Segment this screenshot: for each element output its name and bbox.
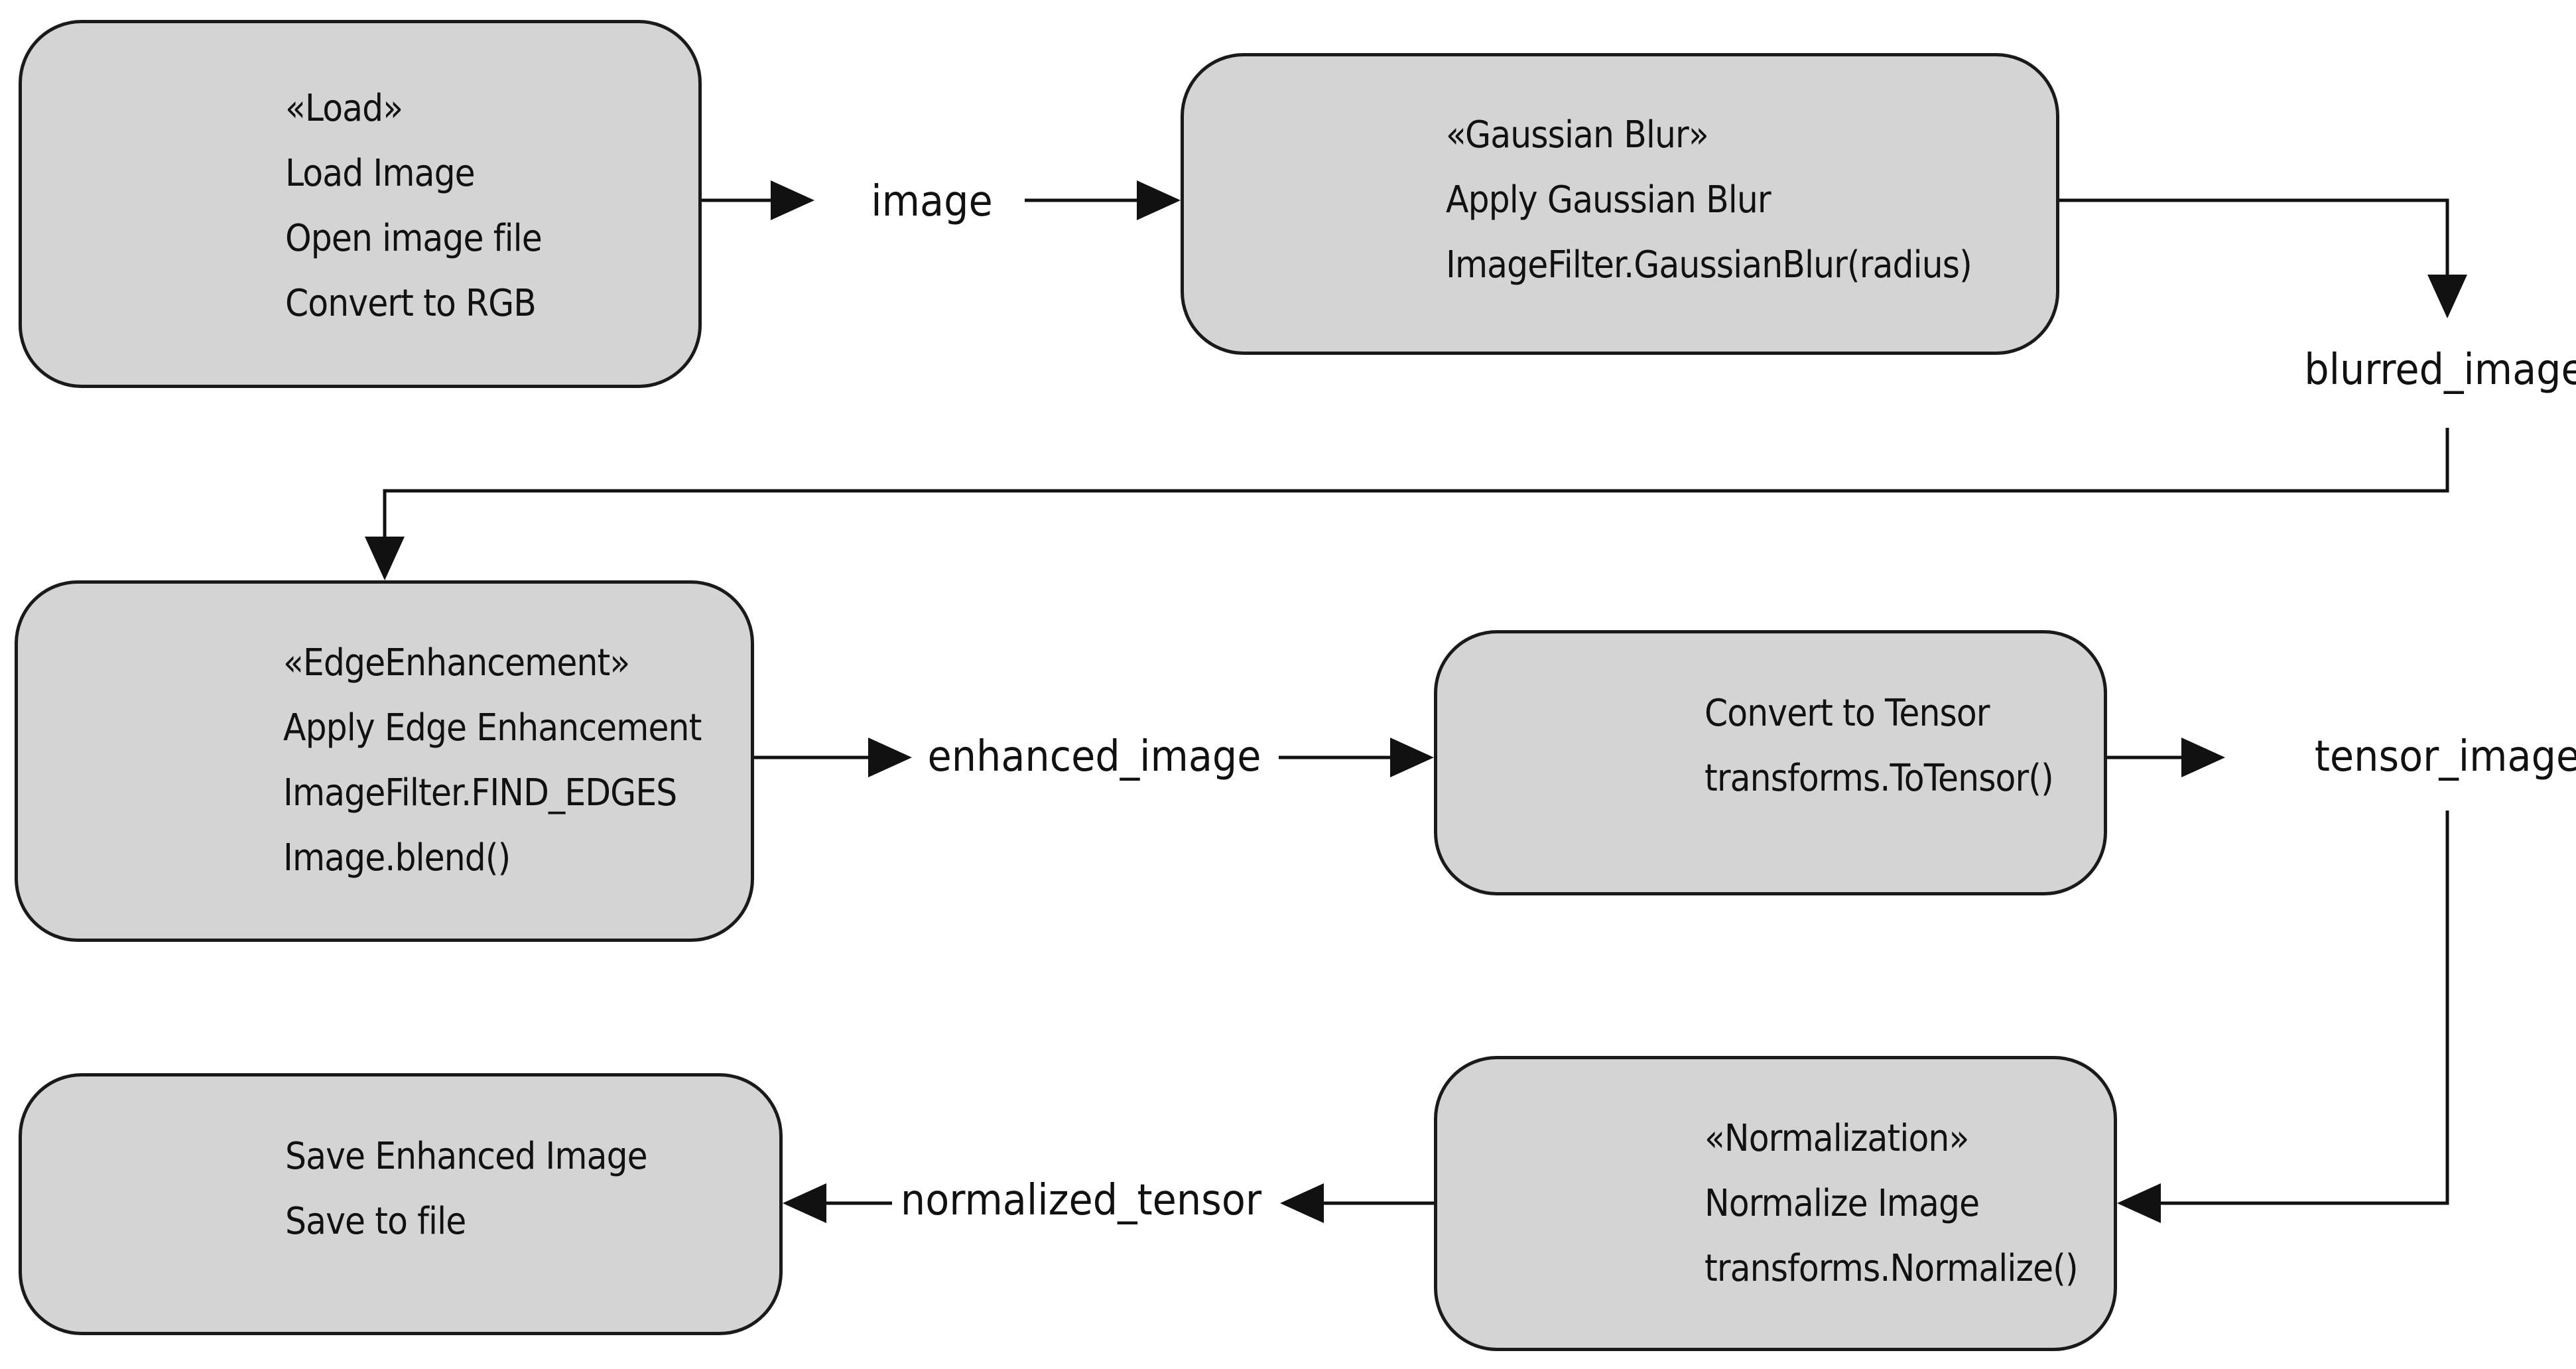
arrowhead-icon (2181, 738, 2225, 777)
node-text-line: Load Image (285, 152, 476, 195)
node-text-line: transforms.Normalize() (1705, 1247, 2079, 1290)
edge-load-to-image-label (702, 180, 814, 220)
flow-label-tensor-image: tensor_image (2314, 732, 2576, 781)
arrowhead-icon (2117, 1183, 2161, 1223)
edge-normalization-to-normtensor-label (1280, 1183, 1434, 1223)
node-text-line: Convert to RGB (285, 282, 537, 325)
flow-label-blurred-image: blurred_image (2304, 346, 2576, 395)
flow-label-enhanced-image: enhanced_image (927, 732, 1261, 781)
arrowhead-icon (868, 738, 912, 777)
node-normalization: «Normalization» Normalize Image transforms… (1434, 1056, 2117, 1351)
edge-enhanced-label-to-to-tensor (1279, 738, 1434, 777)
edge-edge-enh-to-enhanced-label (754, 738, 912, 777)
node-text-line: «Load» (285, 87, 403, 130)
flow-label-normalized-tensor: normalized_tensor (900, 1176, 1262, 1225)
edge-normtensor-label-to-save (783, 1183, 892, 1223)
node-text-line: Convert to Tensor (1705, 692, 1990, 735)
node-text-line: Save to file (285, 1200, 466, 1243)
connector-line (2059, 198, 2449, 275)
arrowhead-icon (783, 1183, 826, 1223)
node-to-tensor: Convert to Tensor transforms.ToTensor() (1434, 630, 2107, 895)
connector-line (2161, 811, 2449, 1205)
node-text-line: ImageFilter.GaussianBlur(radius) (1446, 243, 1972, 287)
node-text-line: transforms.ToTensor() (1705, 757, 2054, 800)
flow-label-image: image (871, 177, 993, 226)
edge-to-tensor-to-tensor-label (2107, 738, 2225, 777)
node-text-line: Image.blend() (283, 836, 511, 880)
edge-gaussian-blur-to-blurred-label (2059, 198, 2467, 318)
arrowhead-icon (771, 180, 814, 220)
node-text: «Normalization» Normalize Image transforms… (1705, 1106, 2119, 1301)
arrowhead-icon (1390, 738, 1434, 777)
arrowhead-icon (2427, 275, 2467, 318)
edge-blurred-label-to-edge-enh (365, 428, 2449, 580)
node-text: Convert to Tensor transforms.ToTensor() (1705, 681, 2092, 811)
node-text-line: Normalize Image (1705, 1182, 1980, 1225)
arrowhead-icon (365, 537, 405, 580)
node-text-line: «EdgeEnhancement» (283, 641, 630, 684)
connector-line (383, 428, 2449, 537)
node-text-line: «Gaussian Blur» (1446, 113, 1709, 157)
node-text-line: Apply Edge Enhancement (283, 706, 702, 750)
edge-tensor-label-to-normalization (2117, 811, 2449, 1223)
node-text-line: «Normalization» (1705, 1117, 1969, 1160)
node-text-line: Open image file (285, 217, 543, 260)
node-text-line: ImageFilter.FIND_EDGES (283, 771, 677, 815)
node-text-line: Apply Gaussian Blur (1446, 178, 1771, 222)
node-text-line: Save Enhanced Image (285, 1135, 648, 1178)
arrowhead-icon (1280, 1183, 1324, 1223)
edge-image-label-to-gaussian-blur (1025, 180, 1181, 220)
arrowhead-icon (1137, 180, 1181, 220)
